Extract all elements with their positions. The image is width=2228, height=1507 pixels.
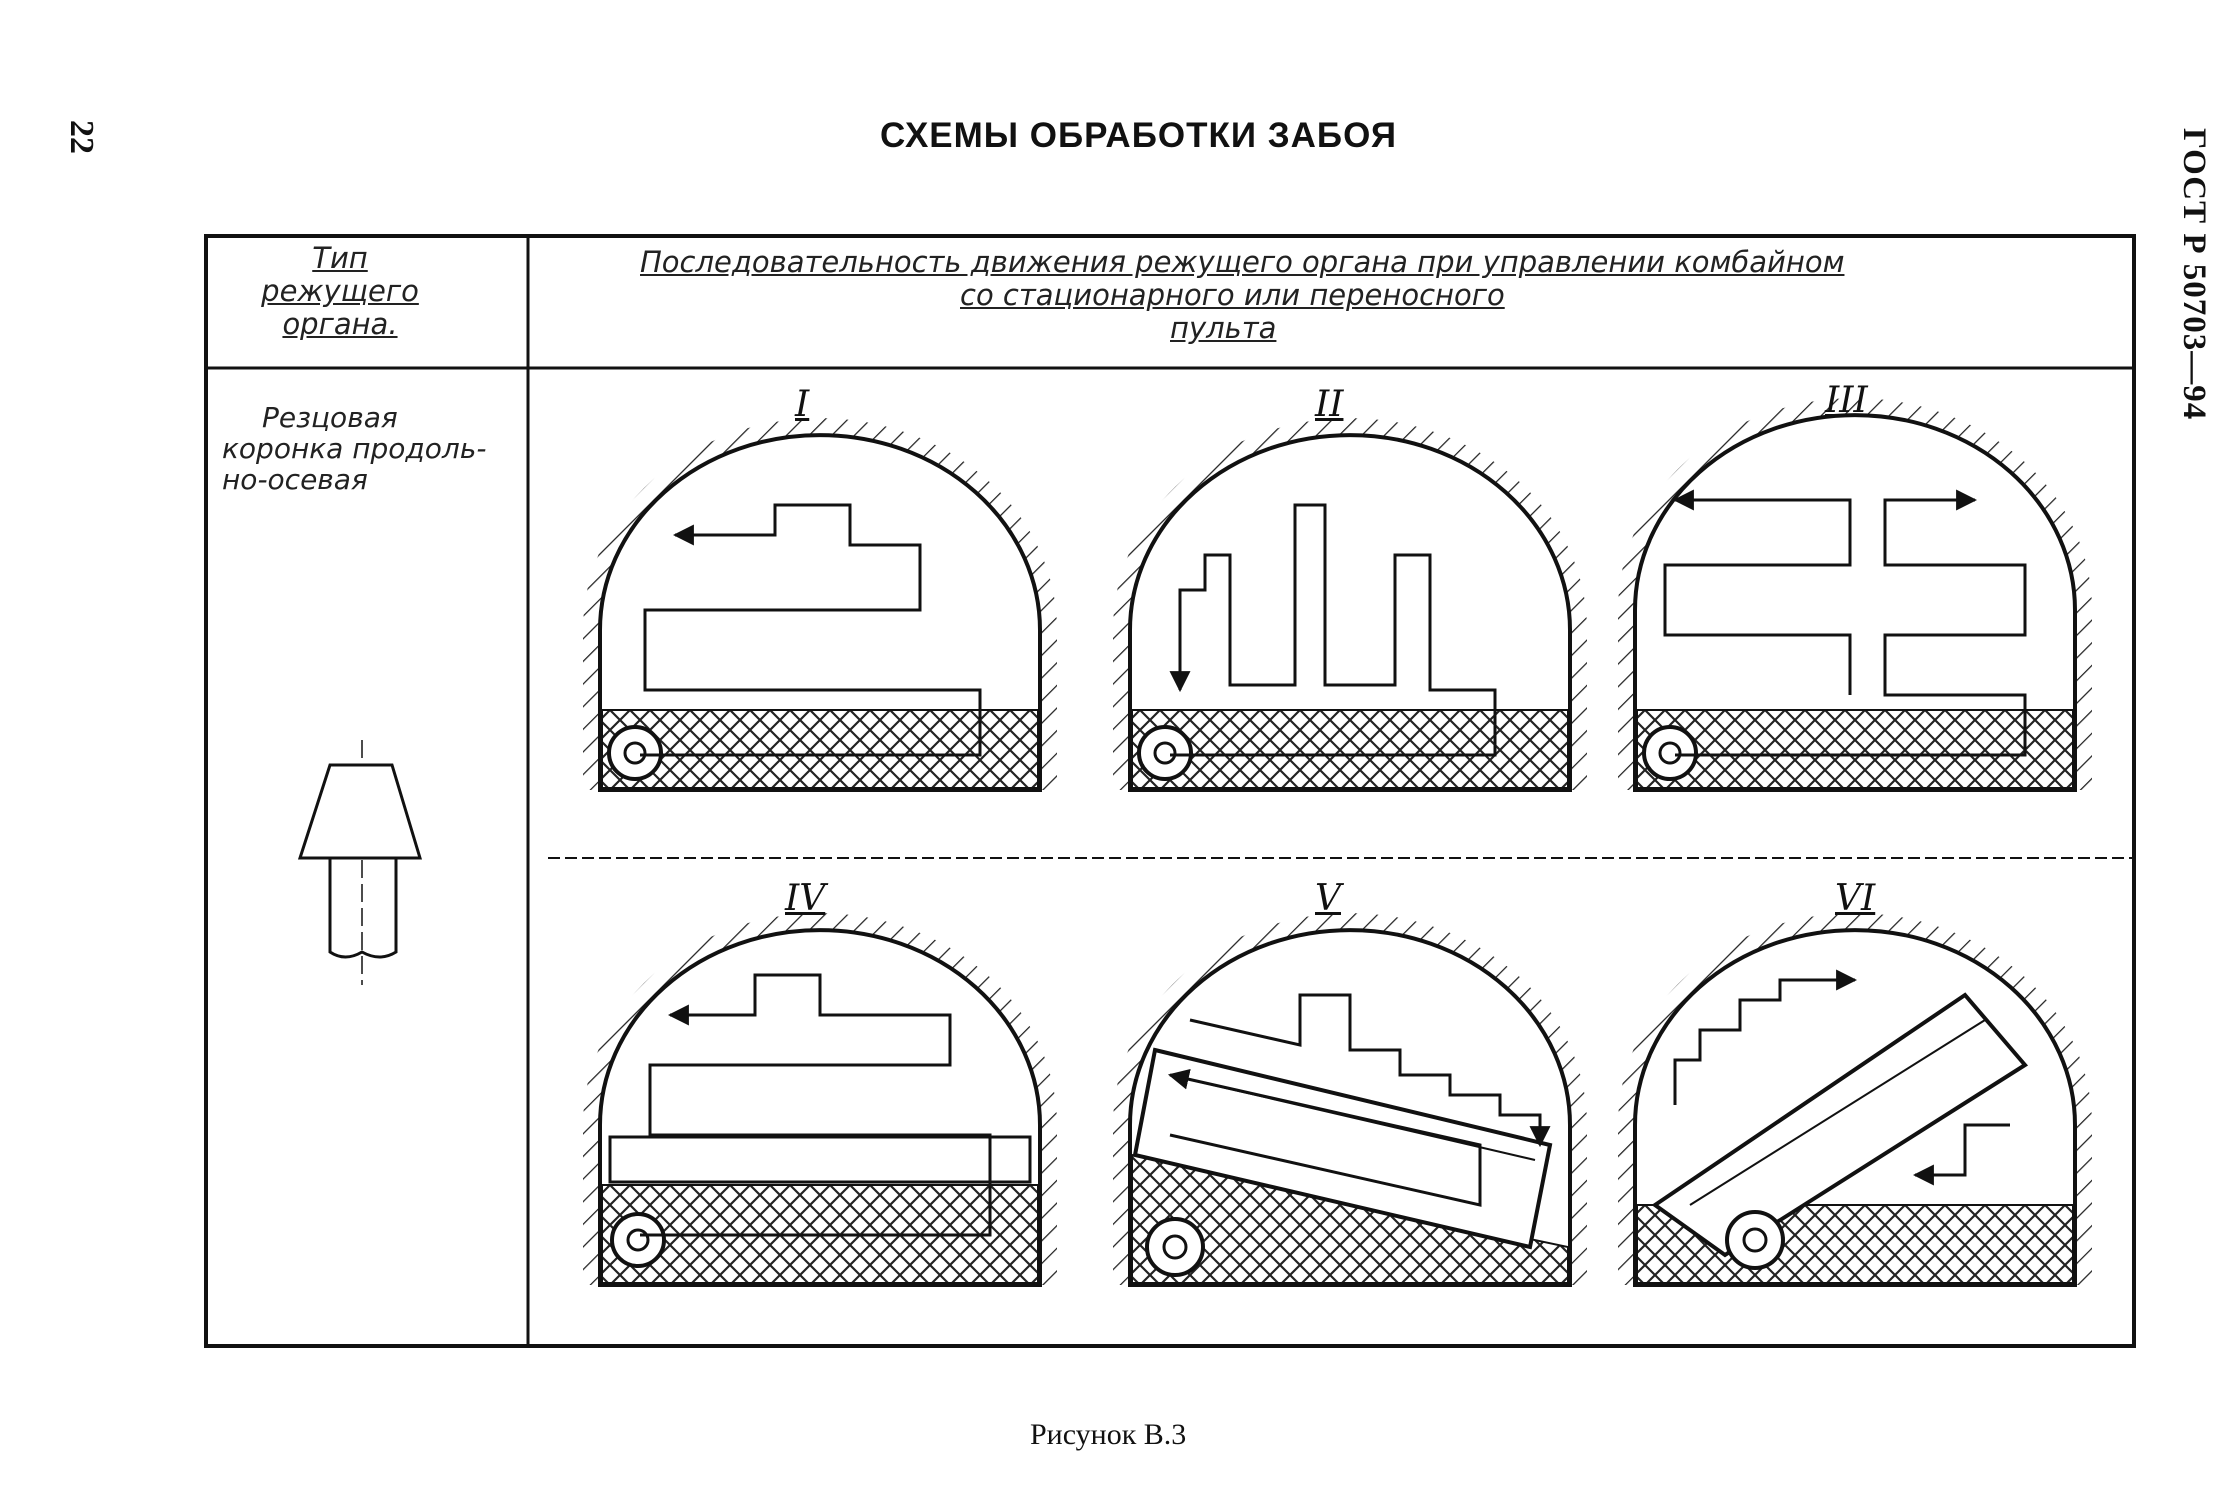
scheme-6 xyxy=(1618,913,2092,1287)
scheme-label-4: IV xyxy=(785,878,826,919)
header-type-line-1: Тип xyxy=(312,241,368,275)
header-type-line-2: режущего xyxy=(261,274,419,308)
table-frame xyxy=(204,234,2136,1348)
cutter-type-name: Резцовая коронка продоль- но-осевая xyxy=(222,402,486,495)
scheme-3 xyxy=(1618,398,2092,792)
cutter-type-line-3: но-осевая xyxy=(222,463,368,496)
scheme-1 xyxy=(583,418,1057,792)
scheme-label-1: I xyxy=(795,384,810,425)
cutter-type-line-1: Резцовая xyxy=(262,401,398,434)
scheme-label-6: VI xyxy=(1835,878,1876,919)
header-movement-sequence: Последовательность движения режущего орг… xyxy=(640,246,1844,345)
scheme-label-5: V xyxy=(1315,878,1341,919)
scheme-label-3: III xyxy=(1825,380,1868,421)
scheme-2 xyxy=(1113,418,1587,792)
scheme-5 xyxy=(1113,913,1587,1287)
figure-caption: Рисунок В.3 xyxy=(1030,1418,1187,1451)
header-seq-line-3: пульта xyxy=(1170,311,1277,345)
page-title: СХЕМЫ ОБРАБОТКИ ЗАБОЯ xyxy=(880,116,1397,155)
header-cutter-type: Тип режущего органа. xyxy=(210,242,470,341)
cutter-type-line-2: коронка продоль- xyxy=(222,432,487,465)
cutter-head-icon xyxy=(297,740,423,985)
scheme-label-2: II xyxy=(1315,384,1344,425)
header-seq-line-1: Последовательность движения режущего орг… xyxy=(640,245,1845,279)
scheme-4 xyxy=(583,913,1057,1287)
header-seq-line-2: со стационарного или переносного xyxy=(960,278,1505,312)
header-type-line-3: органа. xyxy=(282,307,398,341)
